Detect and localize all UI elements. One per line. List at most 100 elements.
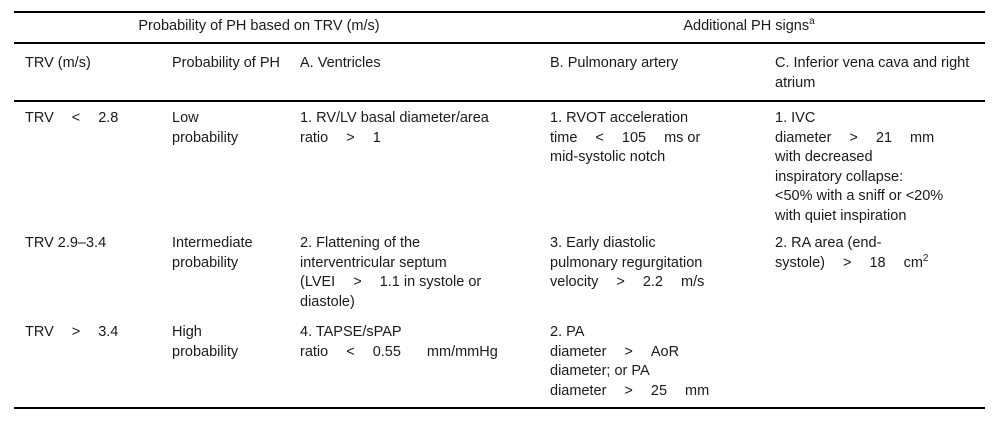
cell-pa-row3-operator-1: >	[624, 343, 633, 360]
cell-pa-row2-line-3a: velocity	[550, 274, 599, 290]
cell-ivc-row2-unit-exponent: 2	[922, 252, 929, 264]
cell-ventricles-row1-line-1: 1. RV/LV basal diameter/area	[300, 110, 489, 126]
cell-pulmonary-artery-row2: 3. Early diastolic pulmonary regurgitati…	[550, 234, 768, 293]
group-header-probability: Probability of PH based on TRV (m/s)	[14, 14, 504, 38]
cell-ivc-row1-line-5: <50% with a sniff or <20%	[775, 188, 944, 204]
group-header-probability-label: Probability of PH based on TRV (m/s)	[138, 18, 380, 34]
cell-probability-row1-line-2: probability	[172, 129, 239, 146]
column-header-trv-line-1: TRV (m/s)	[25, 55, 91, 71]
cell-ivc-row1-line-4: inspiratory collapse:	[775, 168, 904, 185]
cell-ivc-row1-value: 21	[875, 129, 893, 146]
cell-trv-row1-label: TRV	[25, 110, 54, 126]
cell-ventricles-row3-unit: mm/mmHg	[426, 343, 498, 360]
cell-ivc-row2-unit: cm	[903, 254, 923, 271]
cell-ivc-row2-value: 18	[869, 254, 886, 271]
cell-trv-row3: TRV >3.4	[25, 323, 165, 343]
cell-probability-row2: Intermediate probability	[172, 234, 294, 273]
column-header-probability-line-1: Probability of	[172, 55, 256, 71]
cell-pulmonary-artery-row1: 1. RVOT acceleration time <105 ms or mid-s…	[550, 109, 768, 168]
cell-ventricles-row2: 2. Flattening of the interventricular se…	[300, 234, 540, 312]
cell-ventricles-row3-value: 0.55	[372, 343, 401, 360]
cell-ivc-row2: 2. RA area (end- systole) >18 cm2	[775, 234, 985, 273]
cell-ventricles-row2-line-2: interventricular septum	[300, 254, 447, 271]
column-header-row: TRV (m/s) Probability of PH A. Ventricle…	[0, 54, 1000, 98]
cell-trv-row1-operator: <	[71, 110, 81, 126]
cell-ivc-row1-line-2a: diameter	[775, 129, 832, 146]
group-header-additional-signs: Additional PH signsa	[514, 14, 984, 38]
cell-ventricles-row2-line-1: 2. Flattening of the	[300, 235, 421, 251]
column-header-probability-line-2: PH	[259, 55, 281, 71]
table-top-rule	[14, 11, 985, 13]
column-header-ivc-right-atrium-line-2: right atrium	[775, 55, 970, 91]
cell-ventricles-row3-line-1: 4. TAPSE/sPAP	[300, 324, 402, 340]
cell-pa-row3-line-4a: diameter	[550, 382, 607, 399]
cell-ventricles-row3-line-2a: ratio	[300, 343, 329, 360]
cell-ivc-row1-unit: mm	[910, 129, 935, 146]
cell-probability-row2-line-2: probability	[172, 254, 239, 271]
cell-ventricles-row2-value: 1.1 in systole or	[379, 274, 482, 290]
cell-trv-row2: TRV 2.9–3.4	[25, 234, 165, 254]
cell-pa-row1-line-3: mid-systolic notch	[550, 149, 666, 165]
cell-ventricles-row2-line-3a: (LVEI	[300, 274, 336, 290]
cell-pa-row1-unit: ms or	[664, 129, 701, 146]
cell-pa-row2-unit: m/s	[681, 274, 705, 290]
cell-ventricles-row3-operator: <	[346, 343, 355, 360]
column-header-trv: TRV (m/s)	[25, 54, 165, 74]
cell-pa-row3-line-2a: diameter	[550, 343, 607, 360]
cell-trv-row3-value: 3.4	[98, 324, 119, 340]
cell-ivc-row1-line-3: with decreased	[775, 149, 873, 165]
column-header-pulmonary-artery-line-1: B. Pulmonary artery	[550, 55, 679, 71]
cell-ventricles-row1-line-2a: ratio	[300, 129, 329, 146]
cell-ventricles-row1: 1. RV/LV basal diameter/area ratio >1	[300, 109, 540, 148]
cell-pa-row3-line-1: 2. PA	[550, 324, 585, 340]
column-header-pulmonary-artery: B. Pulmonary artery	[550, 54, 768, 74]
cell-probability-row1-line-1: Low	[172, 110, 199, 126]
cell-trv-row3-operator: >	[71, 324, 81, 340]
cell-trv-row1-value: 2.8	[98, 110, 119, 126]
cell-pa-row1-line-1: 1. RVOT acceleration	[550, 110, 689, 126]
cell-trv-row3-label: TRV	[25, 324, 54, 340]
group-header-rule	[14, 42, 985, 44]
column-header-ventricles-line-1: A. Ventricles	[300, 55, 381, 71]
cell-pa-row2-value: 2.2	[642, 274, 663, 290]
column-header-ivc-right-atrium: C. Inferior vena cava and right atrium	[775, 54, 985, 93]
table-bottom-rule	[14, 407, 985, 409]
cell-ivc-row2-line-2a: systole)	[775, 254, 825, 271]
cell-ventricles-row1-operator: >	[346, 129, 355, 146]
cell-ivc-row2-operator: >	[842, 254, 852, 271]
footnote-marker-a: a	[809, 16, 815, 28]
cell-pa-row3-value-1: AoR	[650, 343, 680, 360]
cell-probability-row2-line-1: Intermediate	[172, 235, 253, 251]
cell-ivc-row2-line-1: 2. RA area (end-	[775, 235, 882, 251]
column-header-ivc-right-atrium-line-1: C. Inferior vena cava and	[775, 55, 938, 71]
cell-pa-row2-operator: >	[616, 274, 625, 290]
cell-probability-row3-line-2: probability	[172, 343, 239, 360]
cell-ventricles-row1-value: 1	[372, 129, 381, 146]
cell-ventricles-row3: 4. TAPSE/sPAP ratio <0.55 mm/mmHg	[300, 323, 540, 362]
column-header-probability: Probability of PH	[172, 54, 294, 74]
cell-trv-row1: TRV <2.8	[25, 109, 165, 129]
cell-ventricles-row2-operator: >	[353, 274, 362, 290]
group-header-row: Probability of PH based on TRV (m/s) Add…	[14, 14, 985, 40]
cell-pa-row2-line-2: pulmonary regurgitation	[550, 254, 703, 271]
cell-probability-row3: High probability	[172, 323, 294, 362]
cell-ventricles-row2-line-4: diastole)	[300, 293, 355, 310]
cell-pa-row1-operator: <	[595, 129, 604, 146]
cell-pa-row2-line-1: 3. Early diastolic	[550, 235, 656, 251]
cell-pa-row3-line-3: diameter; or PA	[550, 363, 650, 379]
cell-probability-row1: Low probability	[172, 109, 294, 148]
cell-pa-row1-line-2a: time	[550, 129, 578, 146]
cell-ivc-row1-operator: >	[849, 129, 858, 146]
group-header-additional-signs-label: Additional PH signs	[683, 18, 810, 34]
cell-pa-row3-unit: mm	[685, 382, 710, 399]
cell-pa-row3-operator-2: >	[624, 382, 633, 399]
column-header-ventricles: A. Ventricles	[300, 54, 540, 74]
column-header-rule	[14, 100, 985, 102]
cell-pa-row3-value-2: 25	[650, 382, 668, 399]
cell-ivc-row1: 1. IVC diameter >21 mm with decreased insp…	[775, 109, 985, 226]
cell-pulmonary-artery-row3: 2. PA diameter > AoR diameter; or PA diame…	[550, 323, 768, 401]
cell-ivc-row1-line-6: with quiet inspiration	[775, 207, 907, 224]
cell-pa-row1-value: 105	[621, 129, 647, 146]
cell-ivc-row1-line-1: 1. IVC	[775, 110, 816, 126]
